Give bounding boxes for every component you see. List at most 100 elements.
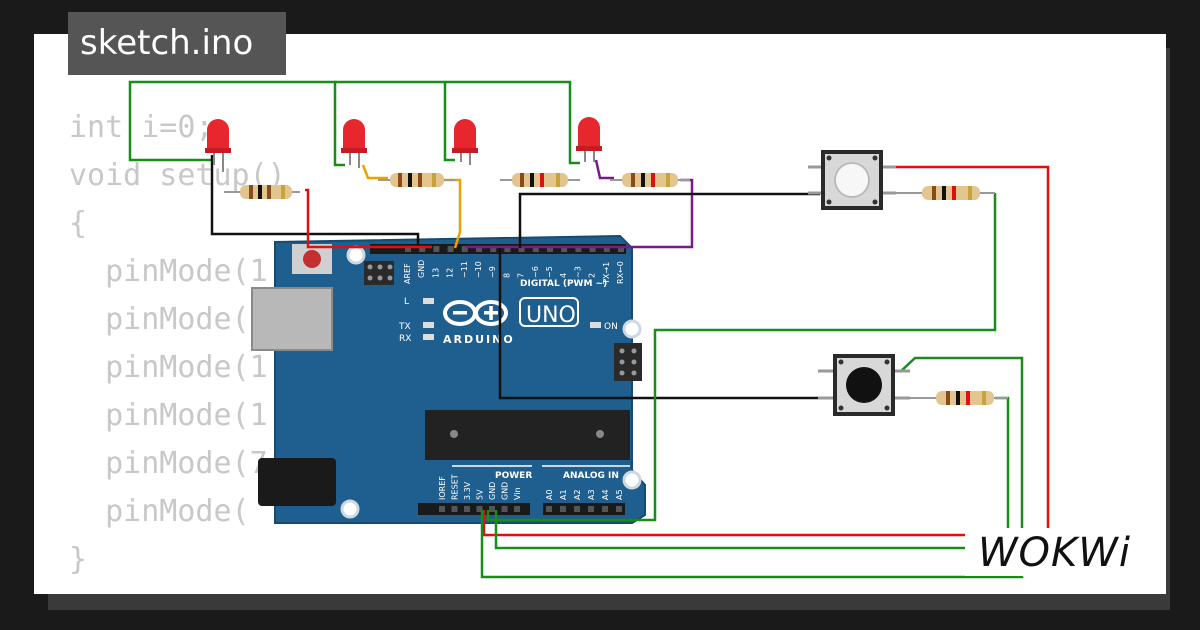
resistor-4[interactable]: [610, 173, 690, 187]
digital-pin-hole[interactable]: [589, 246, 596, 252]
resistor-6[interactable]: [900, 391, 1008, 405]
analog-header-label: ANALOG IN: [563, 471, 619, 481]
power-pin-label: GND: [488, 482, 497, 500]
digital-pin-hole[interactable]: [575, 246, 582, 252]
analog-pin-label: A5: [615, 489, 624, 500]
digital-pin-hole[interactable]: [461, 246, 468, 252]
power-pin-hole[interactable]: [439, 506, 445, 512]
analog-pin-hole[interactable]: [602, 506, 608, 512]
digital-pin-hole[interactable]: [419, 246, 426, 252]
pushbutton-white[interactable]: [808, 150, 896, 210]
digital-pin-hole[interactable]: [532, 246, 539, 252]
power-pin-label: Vin: [513, 487, 522, 500]
analog-pin-hole[interactable]: [574, 506, 580, 512]
analog-pin-label: A3: [587, 489, 596, 500]
digital-pin-hole[interactable]: [433, 246, 440, 252]
digital-pin-label: GND: [417, 260, 426, 278]
wire-black-led1[interactable]: [210, 155, 420, 248]
digital-pin-label: 8: [502, 273, 511, 278]
digital-pin-label: ~3: [573, 266, 582, 278]
led-4[interactable]: [576, 117, 602, 162]
resistor-3[interactable]: [500, 173, 580, 187]
power-pin-hole[interactable]: [501, 506, 508, 512]
wire-green-button2[interactable]: [480, 356, 1024, 579]
uno-label: UNO: [526, 303, 576, 328]
digital-pin-hole[interactable]: [447, 246, 454, 252]
wire-green-led2[interactable]: [335, 80, 455, 162]
digital-pin-hole[interactable]: [561, 246, 568, 252]
digital-pin-hole[interactable]: [504, 246, 511, 252]
digital-pin-label: ~5: [545, 266, 554, 278]
digital-pin-label: 4: [559, 273, 568, 278]
power-pin-label: GND: [501, 482, 510, 500]
digital-pin-label: 2: [588, 273, 597, 278]
digital-pin-header[interactable]: [370, 244, 626, 254]
code-line: {: [69, 206, 88, 241]
led-3[interactable]: [452, 119, 478, 165]
analog-pin-hole[interactable]: [588, 506, 594, 512]
pushbutton-black[interactable]: [818, 354, 910, 416]
analog-pin-label: A0: [545, 489, 554, 500]
digital-pin-hole[interactable]: [618, 246, 624, 252]
digital-pin-hole[interactable]: [518, 246, 525, 252]
wire-green-led1[interactable]: [128, 80, 345, 167]
resistor-2[interactable]: [378, 173, 455, 187]
power-pin-hole[interactable]: [514, 506, 520, 512]
power-pin-hole[interactable]: [489, 506, 495, 512]
code-line: pinMode(: [69, 302, 250, 337]
digital-pin-hole[interactable]: [476, 246, 482, 252]
power-jack: [258, 458, 336, 506]
digital-pin-label: 12: [446, 268, 455, 278]
wire-red-led1[interactable]: [305, 188, 432, 249]
rx-led-label: RX: [399, 334, 411, 344]
code-line: pinMode(1: [69, 398, 268, 433]
icsp-header-right: [614, 343, 642, 381]
digital-header-label: DIGITAL (PWM ~): [520, 279, 607, 289]
power-pin-hole[interactable]: [476, 506, 483, 512]
code-line: pinMode(1: [69, 254, 268, 289]
analog-pin-header[interactable]: [543, 503, 625, 515]
rx-led: [423, 334, 434, 340]
reset-button[interactable]: [303, 250, 321, 268]
resistor-5[interactable]: [885, 186, 995, 200]
power-pin-hole[interactable]: [464, 506, 470, 512]
code-line: }: [69, 542, 88, 577]
tx-led: [423, 322, 434, 328]
power-pin-label: 5V: [476, 489, 485, 500]
file-tab[interactable]: sketch.ino: [68, 12, 286, 75]
atmega-chip: [425, 410, 630, 460]
power-pin-label: RESET: [451, 474, 460, 500]
tx-led-label: TX: [398, 322, 411, 332]
digital-pin-label: ~6: [531, 266, 540, 278]
digital-pin-hole[interactable]: [547, 246, 553, 252]
icsp-header-top: [364, 261, 394, 285]
digital-pin-hole[interactable]: [603, 246, 610, 252]
wire-green-button1[interactable]: [486, 193, 997, 522]
code-line: int i=0;: [69, 110, 214, 145]
digital-pin-label: ~9: [488, 266, 497, 278]
wire-green-led3[interactable]: [445, 80, 580, 165]
digital-pin-label: ~11: [460, 261, 469, 278]
wire-black-button2[interactable]: [498, 248, 832, 400]
analog-pin-hole[interactable]: [546, 506, 552, 512]
analog-pin-hole[interactable]: [560, 506, 566, 512]
analog-pin-label: A2: [573, 489, 582, 500]
digital-pin-label: AREF: [403, 263, 412, 284]
wire-black-button1[interactable]: [518, 192, 820, 248]
analog-pin-label: A4: [601, 489, 610, 500]
led-1[interactable]: [205, 119, 231, 172]
power-pin-header[interactable]: [418, 503, 530, 515]
on-led-label: ON: [604, 322, 618, 332]
power-pin-label: 3.3V: [463, 481, 472, 500]
arduino-label: ARDUINO: [443, 333, 515, 346]
digital-pin-label: 13: [431, 268, 440, 278]
resistor-1[interactable]: [224, 185, 300, 199]
led-2[interactable]: [341, 119, 367, 168]
analog-pin-hole[interactable]: [616, 506, 622, 512]
digital-pin-hole[interactable]: [405, 246, 411, 252]
digital-pin-hole[interactable]: [490, 246, 497, 252]
power-pin-hole[interactable]: [451, 506, 458, 512]
digital-pin-label: RX←0: [616, 261, 625, 284]
